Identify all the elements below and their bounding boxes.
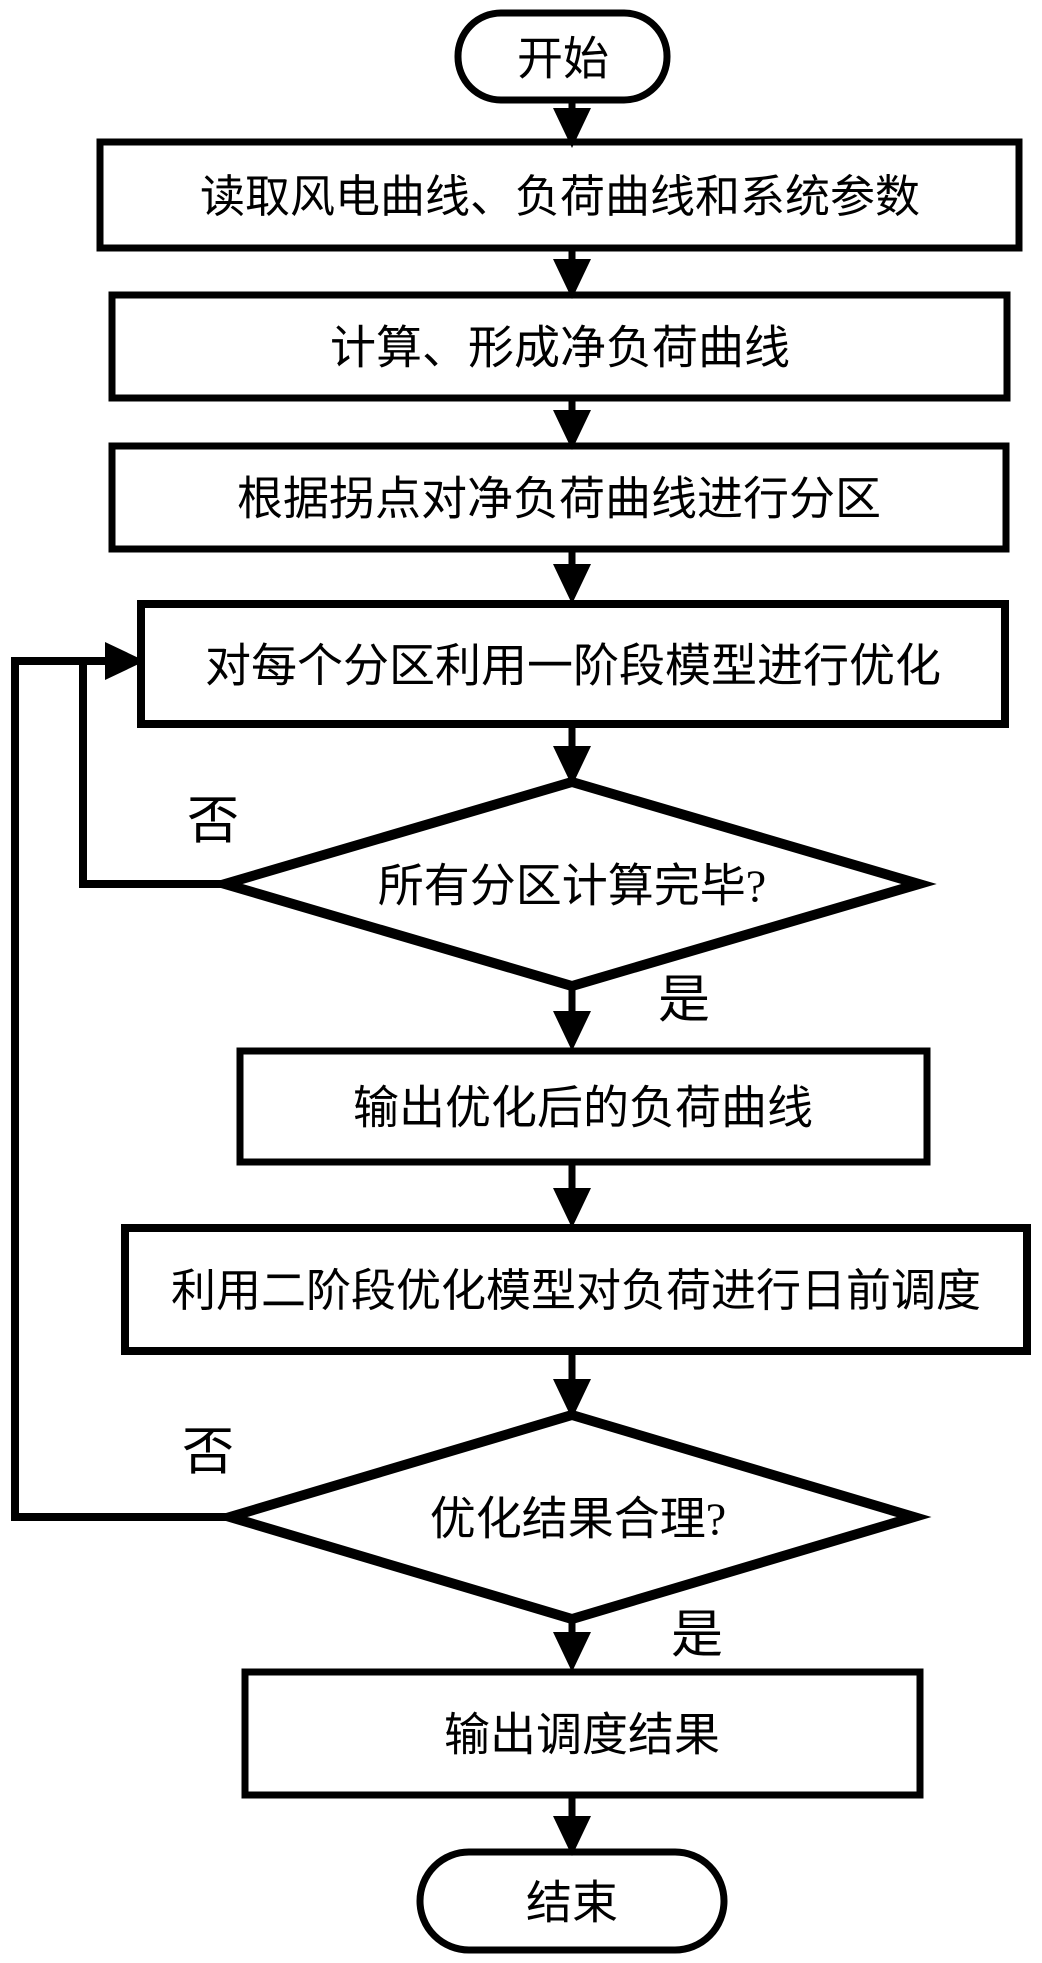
arrowhead-into-decision2 [553, 1379, 591, 1419]
process-output-result-shape [241, 1668, 924, 1799]
connector-decision1-no-loop [79, 661, 228, 888]
process-stage2-schedule-shape [121, 1224, 1031, 1355]
decision1-yes-label: 是 [658, 973, 710, 1030]
connector-decision2-no-loop [11, 657, 233, 1521]
start-label: 开始 [517, 34, 609, 85]
arrowhead-into-decision1 [553, 746, 591, 786]
process-output-result-label: 输出调度结果 [444, 1710, 720, 1761]
decision-all-done-label: 所有分区计算完毕? [378, 861, 766, 912]
arrowhead-loop-into-stage1 [105, 642, 145, 680]
process-stage2-schedule-label: 利用二阶段优化模型对负荷进行日前调度 [171, 1266, 981, 1316]
decision1-no-label: 否 [187, 794, 239, 851]
end-label: 结束 [526, 1878, 618, 1929]
process-form-net-load-label: 计算、形成净负荷曲线 [330, 323, 790, 374]
process-output-optimized-label: 输出优化后的负荷曲线 [353, 1083, 813, 1134]
process-form-net-load-shape [108, 291, 1011, 402]
decision2-yes-label: 是 [671, 1608, 723, 1665]
arrowhead-into-output-result [553, 1632, 591, 1672]
process-output-optimized-shape [236, 1047, 931, 1166]
decision2-no-label: 否 [182, 1425, 234, 1482]
process-read-inputs-label: 读取风电曲线、负荷曲线和系统参数 [200, 172, 920, 222]
arrowhead-into-read [553, 108, 591, 148]
arrowhead-into-partition [553, 410, 591, 450]
process-read-inputs-shape [96, 138, 1023, 252]
arrowhead-into-stage1 [553, 564, 591, 604]
arrowhead-into-output-optimized [553, 1011, 591, 1051]
arrowhead-into-form [553, 259, 591, 299]
process-partition-curve-shape [108, 442, 1010, 553]
arrowhead-into-stage2 [553, 1188, 591, 1228]
process-stage1-optimize-label: 对每个分区利用一阶段模型进行优化 [205, 641, 941, 692]
decision-reasonable-label: 优化结果合理? [430, 1494, 726, 1545]
start-terminator-shape [454, 9, 671, 104]
process-partition-curve-label: 根据拐点对净负荷曲线进行分区 [237, 474, 881, 525]
arrowhead-into-end [553, 1816, 591, 1856]
